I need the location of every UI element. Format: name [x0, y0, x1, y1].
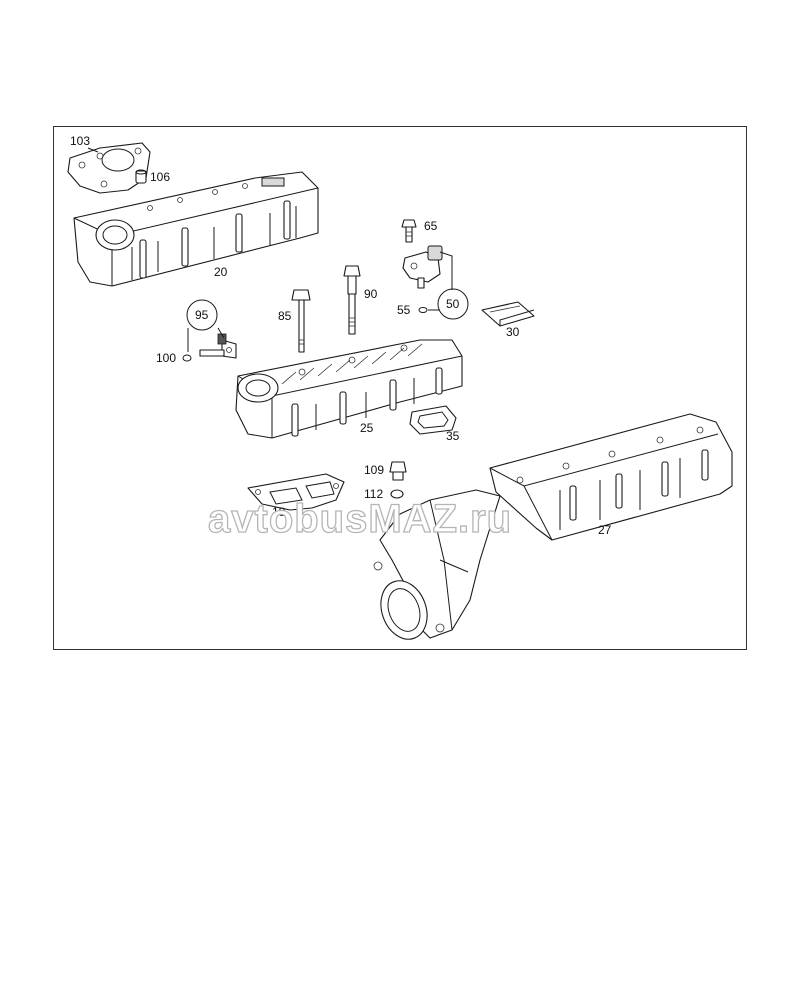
o-ring-55 [418, 307, 428, 313]
label-55: 55 [397, 303, 411, 317]
callout-circle-95 [186, 299, 218, 331]
label-106: 106 [150, 170, 170, 184]
callout-circle-50 [437, 288, 469, 320]
manifold-25 [235, 339, 463, 439]
bolt-85 [291, 289, 311, 353]
manifold-27 [373, 413, 733, 640]
label-90: 90 [364, 287, 378, 301]
label-50: 50 [446, 297, 460, 311]
watermark: avtobusMAZ.ru [208, 497, 512, 541]
stud-90 [343, 265, 361, 335]
label-95: 95 [195, 308, 209, 322]
sleeve-106 [135, 169, 147, 184]
o-ring-100 [182, 354, 192, 362]
gasket-103 [67, 142, 151, 194]
bolt-65 [401, 219, 417, 243]
label-25: 25 [360, 421, 374, 435]
washer-112 [390, 489, 404, 499]
diagram-frame [53, 126, 747, 650]
label-85: 85 [278, 309, 292, 323]
gasket-35 [409, 405, 457, 435]
sensor-95 [199, 333, 237, 359]
cover-plate-30 [481, 301, 535, 327]
label-20: 20 [214, 265, 228, 279]
label-109: 109 [364, 463, 384, 477]
label-18: 18 [272, 505, 286, 519]
label-65: 65 [424, 219, 438, 233]
label-30: 30 [506, 325, 520, 339]
gasket-18 [247, 473, 345, 511]
sensor-50 [402, 245, 443, 289]
intake-manifold-20 [73, 171, 319, 287]
label-27: 27 [598, 523, 612, 537]
label-35: 35 [446, 429, 460, 443]
label-103: 103 [70, 134, 90, 148]
label-100: 100 [156, 351, 176, 365]
label-112: 112 [364, 487, 383, 501]
plug-109 [389, 461, 407, 481]
